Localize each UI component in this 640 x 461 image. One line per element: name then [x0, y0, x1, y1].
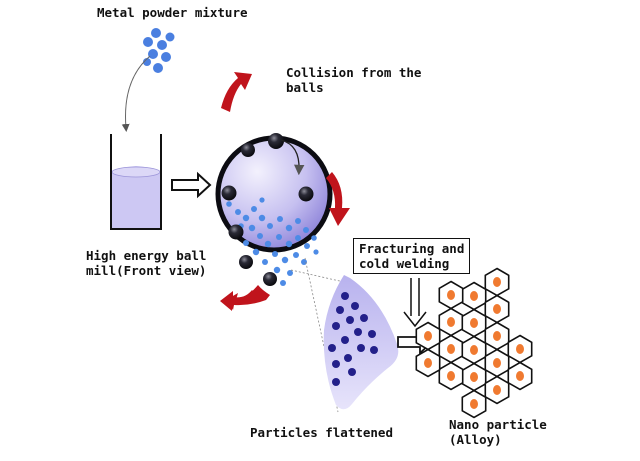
transfer-arrow [171, 171, 212, 199]
flattened-particles [328, 292, 378, 386]
hex-core-atom [447, 317, 455, 327]
flattened-particle-body [323, 275, 399, 410]
powder-drop-arrow [121, 55, 151, 132]
hex-core-atom [493, 385, 501, 395]
process-label-line1: Fracturing and [359, 241, 465, 256]
mill-label-line1: High energy ball [86, 248, 207, 263]
powder-label: Metal powder mixture [97, 5, 248, 20]
hex-core-atom [424, 331, 432, 341]
flattened-label: Particles flattened [250, 425, 393, 440]
nano-label-line1: Nano particle [449, 417, 547, 432]
hex-core-atom [493, 277, 501, 287]
process-label-line2: cold welding [359, 256, 450, 271]
collision-label-line1: Collision from the [286, 65, 422, 80]
hex-core-atom [470, 372, 478, 382]
ball-motion-arrow [280, 139, 305, 176]
grinding-balls [221, 133, 314, 286]
hex-core-atom [470, 318, 478, 328]
hex-core-atom [447, 371, 455, 381]
rotation-arrows [220, 72, 350, 311]
process-label-box: Fracturing and cold welding [353, 238, 471, 274]
hex-core-atom [493, 304, 501, 314]
metal-powder-cluster [143, 28, 175, 73]
hex-core-atom [516, 344, 524, 354]
hex-core-atom [470, 345, 478, 355]
hex-core-atom [424, 358, 432, 368]
projection-lines [290, 257, 345, 413]
nano-alloy-lattice [415, 267, 533, 419]
drum-powder-particles [226, 197, 319, 286]
beaker-vessel [110, 134, 162, 230]
hex-core-atom [447, 290, 455, 300]
hex-core-atom [470, 291, 478, 301]
hex-core-atom [447, 344, 455, 354]
down-arrow [403, 278, 427, 328]
nano-label-line2: (Alloy) [449, 432, 502, 447]
hex-core-atom [493, 358, 501, 368]
hex-core-atom [493, 331, 501, 341]
hex-core-atom [470, 399, 478, 409]
hex-core-atom [516, 371, 524, 381]
mill-label-line2: mill(Front view) [86, 263, 207, 278]
collision-label-line2: balls [286, 80, 324, 95]
